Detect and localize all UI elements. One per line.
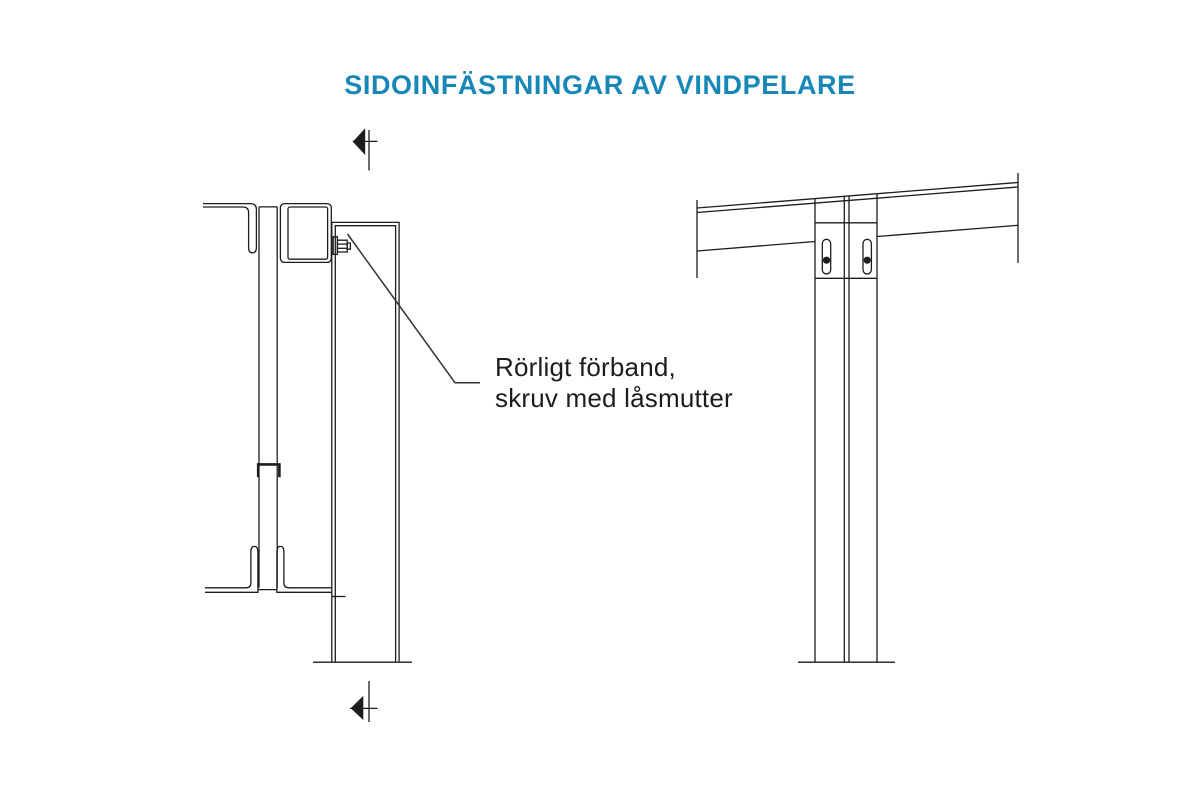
right-elevation-figure [697, 173, 1018, 662]
sloped-beam [697, 183, 1018, 252]
top-bracket [280, 204, 331, 263]
annotation-line-2: skruv med låsmutter [495, 383, 733, 413]
column-section [332, 222, 399, 662]
annotation-line-1: Rörligt förband, [495, 352, 676, 382]
column-elevation [815, 194, 877, 662]
section-arrow-bottom-icon [350, 681, 378, 722]
bottom-angle-right [277, 546, 332, 592]
bottom-angle-left [205, 546, 258, 592]
left-section-figure [203, 128, 480, 722]
top-angle-profile [203, 204, 256, 253]
connection-plate [815, 223, 877, 278]
section-arrow-top-icon [352, 128, 378, 170]
annotation-label: Rörligt förband, skruv med låsmutter [495, 352, 733, 414]
slotted-hole-right-icon [863, 239, 871, 274]
splice-clip [257, 464, 281, 477]
bolt-with-lock-nut-icon [333, 237, 350, 255]
leader-line [348, 234, 481, 383]
page-title: SIDOINFÄSTNINGAR AV VINDPELARE [344, 70, 856, 100]
slotted-hole-left-icon [822, 239, 830, 274]
